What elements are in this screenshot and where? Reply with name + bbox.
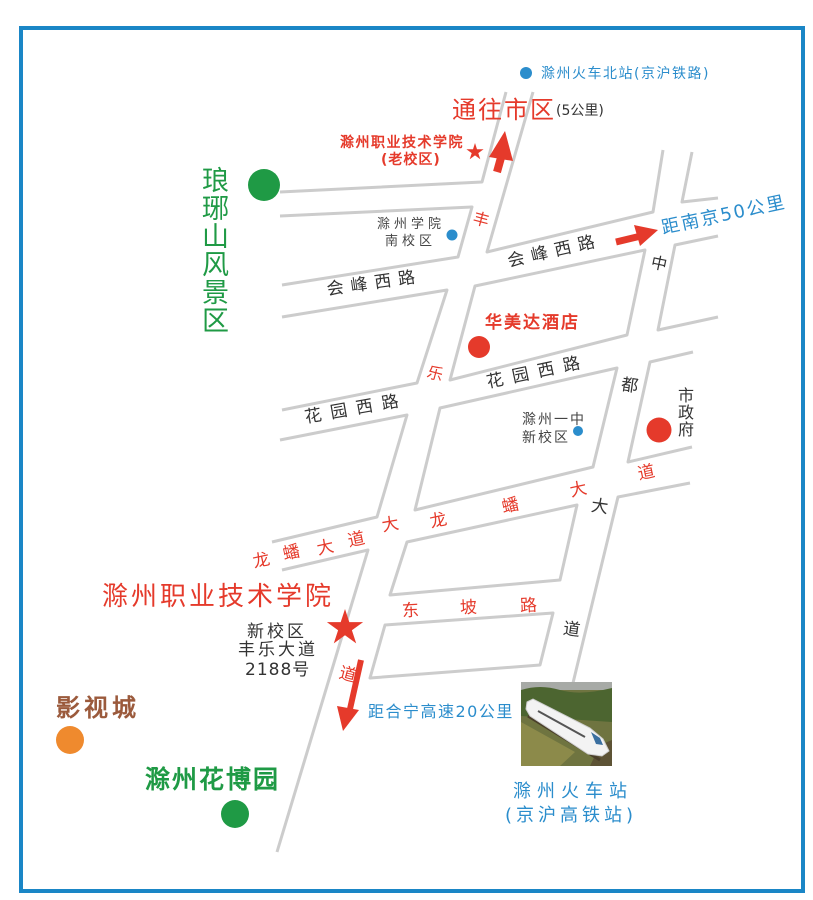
new-campus-name: 新校区 [247, 622, 307, 642]
longpan-dadao-char: 道 [636, 461, 657, 485]
fengle-road-west-edge-south [275, 548, 370, 853]
ramada-hotel-marker [468, 336, 490, 358]
film-city-label: 影视城 [56, 694, 140, 722]
to-city-distance: (5公里) [556, 103, 604, 119]
road-network [271, 91, 719, 853]
middle-school-marker [573, 426, 583, 436]
longpan-dadao-char: 道 [346, 528, 367, 552]
fengle-dadao-char: 大 [380, 513, 401, 537]
zhongdu-dadao-char: 中 [649, 252, 669, 275]
markers [56, 67, 672, 828]
old-campus-note: (老校区) [381, 152, 441, 168]
block-huayuan-longpan-west [271, 413, 409, 544]
to-city-label: 通往市区 [452, 96, 556, 124]
north-railway-station-label: 滁州火车北站(京沪铁路) [541, 66, 710, 82]
old-campus-star-icon [466, 143, 484, 160]
dongpo-road-char: 坡 [459, 597, 478, 619]
block-dongpo-south [368, 611, 555, 680]
langya-scenic-area-label: 琅琊山风景区 [197, 166, 228, 334]
longpan-dadao-char: 龙 [251, 549, 272, 573]
direction-arrows [337, 131, 658, 731]
new-campus-street: 丰乐大道 [238, 640, 318, 660]
new-campus-star-icon [326, 609, 364, 644]
chuzhou-university-label: 滁州学院 [377, 217, 446, 232]
north-railway-station-marker [520, 67, 532, 79]
chuzhou-university-campus: 南校区 [385, 234, 437, 249]
arrow-down-icon [337, 659, 364, 731]
new-campus-number: 2188号 [245, 660, 311, 680]
to-expressway-label: 距合宁高速20公里 [368, 702, 514, 721]
block-longpan-dongpo [388, 503, 579, 597]
zhongdu-dadao-char: 大 [589, 495, 610, 519]
fengle-road-west-edge-north [279, 91, 508, 194]
arrow-right-icon [615, 225, 658, 246]
langya-scenic-area-marker [248, 169, 280, 201]
dongpo-road-char: 东 [401, 600, 420, 622]
block-east [656, 234, 719, 332]
zhongdu-dadao-char: 都 [619, 374, 640, 398]
city-government-label: 市政府 [675, 387, 694, 438]
chuzhou-university-marker [446, 229, 458, 241]
city-government-marker [646, 417, 672, 443]
block-hotel [448, 248, 647, 382]
dongpo-road-char: 路 [519, 595, 538, 617]
block-southeast [571, 481, 691, 684]
film-city-marker [56, 726, 84, 754]
middle-school-label: 滁州一中 [522, 412, 586, 428]
block-north-central [485, 91, 665, 254]
zhongdu-dadao-char: 道 [561, 618, 582, 642]
arrow-up-icon [489, 131, 513, 174]
longpan-dadao-char: 蟠 [500, 494, 521, 518]
flower-expo-garden-marker [221, 800, 249, 828]
block-huifeng-huayuan-west [281, 288, 449, 412]
map-frame [19, 26, 805, 893]
longpan-dadao-char: 龙 [428, 509, 449, 533]
old-campus-label: 滁州职业技术学院 [340, 135, 464, 151]
railway-station-label: 滁州火车站 [513, 781, 633, 802]
longpan-dadao-char: 蟠 [281, 541, 302, 565]
longpan-dadao-char: 大 [315, 536, 336, 560]
block-northeast [680, 151, 719, 204]
block-government [626, 350, 694, 464]
block-middle-school [413, 366, 619, 512]
longpan-dadao-char: 大 [568, 478, 589, 502]
ramada-hotel-label: 华美达酒店 [485, 313, 580, 333]
high-speed-train-photo [521, 682, 612, 766]
middle-school-campus: 新校区 [522, 430, 570, 446]
new-campus-label: 滁州职业技术学院 [102, 582, 335, 612]
block-langya-south [279, 205, 474, 287]
flower-expo-garden-label: 滁州花博园 [145, 765, 281, 794]
railway-station-note: (京沪高铁站) [505, 805, 638, 826]
